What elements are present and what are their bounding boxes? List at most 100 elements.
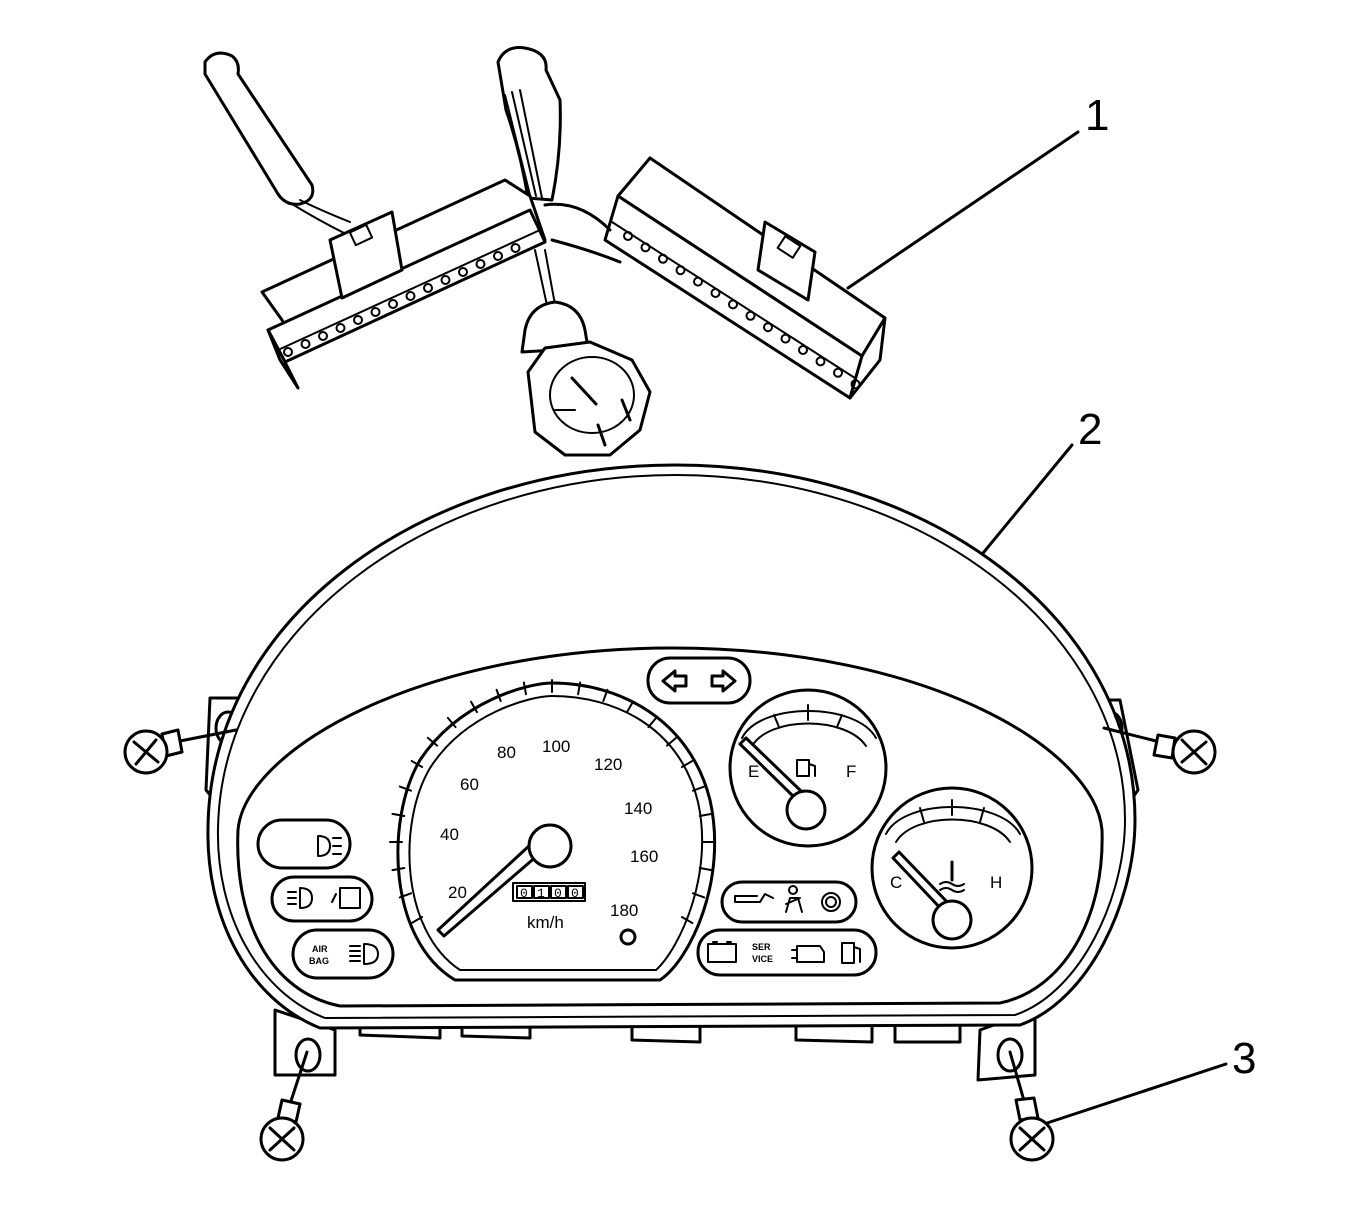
callout-label-1: 1 bbox=[1085, 91, 1109, 140]
screw-top-left bbox=[123, 728, 238, 775]
connector-pin bbox=[763, 322, 773, 333]
connector-pin bbox=[283, 347, 293, 357]
fog-light-icon bbox=[287, 887, 313, 909]
connector-pin bbox=[640, 242, 651, 253]
connector-left bbox=[260, 178, 547, 390]
speedometer-tick bbox=[446, 716, 457, 729]
trip-reset-button bbox=[619, 928, 637, 946]
fuel-gauge-hub bbox=[785, 789, 827, 831]
fuel-gauge: E F bbox=[728, 688, 888, 848]
connector-pin bbox=[475, 259, 486, 269]
speed-label-20: 20 bbox=[448, 883, 467, 902]
speedometer-tick bbox=[391, 867, 406, 872]
connector-right bbox=[603, 156, 887, 400]
screw-icon bbox=[1180, 738, 1208, 766]
speedometer-tick bbox=[680, 916, 694, 924]
fuel-pump-icon bbox=[796, 759, 816, 777]
speedometer-tick bbox=[647, 716, 658, 729]
screw-icon bbox=[1018, 1126, 1046, 1152]
connector-pin bbox=[440, 275, 451, 285]
wiring-harness bbox=[203, 46, 887, 457]
airbag-label-line2: BAG bbox=[309, 956, 329, 966]
turn-left-arrow-icon bbox=[661, 669, 688, 693]
callout-2: 2 bbox=[963, 405, 1102, 577]
harness-bundle-center bbox=[496, 46, 562, 202]
screw-icon bbox=[268, 1126, 296, 1152]
connector-pin bbox=[458, 267, 468, 277]
connector-pin bbox=[335, 323, 346, 333]
connector-pin bbox=[780, 333, 791, 344]
warning-panel-upper-right bbox=[720, 880, 858, 924]
speed-label-80: 80 bbox=[497, 743, 516, 762]
speed-unit: km/h bbox=[527, 913, 564, 932]
screw-bottom-left bbox=[259, 1050, 309, 1162]
odometer-digit-4: 0 bbox=[571, 886, 579, 901]
connector-pin bbox=[850, 379, 861, 390]
temp-gauge-hub bbox=[931, 899, 973, 941]
warning-panel-left-top bbox=[256, 818, 352, 870]
connector-pin bbox=[370, 307, 381, 317]
fuel-full-label: F bbox=[846, 762, 856, 781]
service-icon: SER VICE bbox=[752, 942, 773, 964]
connector-pin bbox=[623, 231, 633, 241]
odometer: 0 1 0 0 bbox=[512, 882, 586, 902]
connector-pin bbox=[728, 299, 738, 310]
high-beam-icon bbox=[349, 943, 379, 965]
engine-icon bbox=[791, 945, 825, 963]
brake-warning-icon bbox=[821, 892, 841, 912]
connector-pin bbox=[353, 315, 363, 325]
speedometer-tick bbox=[665, 736, 678, 747]
speedometer-tick bbox=[698, 812, 713, 817]
speedometer-tick bbox=[410, 916, 424, 924]
speedometer-tick bbox=[495, 688, 502, 703]
connector-right-pins bbox=[623, 231, 861, 390]
seatbelt-icon bbox=[785, 885, 803, 913]
connector-pin bbox=[318, 331, 328, 341]
door-open-icon bbox=[331, 887, 361, 909]
speed-label-120: 120 bbox=[594, 755, 622, 774]
connector-pin bbox=[658, 253, 668, 264]
turn-signal-panel bbox=[646, 656, 752, 705]
service-label-line2: VICE bbox=[752, 954, 773, 964]
connector-pin bbox=[300, 339, 311, 349]
odometer-digit-3: 0 bbox=[554, 886, 562, 901]
harness-sleeve-left bbox=[203, 51, 315, 206]
battery-icon bbox=[707, 941, 737, 963]
connector-pin bbox=[815, 356, 826, 367]
round-connector bbox=[520, 249, 652, 457]
speedometer-tick bbox=[602, 688, 609, 703]
warning-panel-lower-right: SER VICE bbox=[696, 928, 878, 977]
screw-top-right bbox=[1102, 726, 1217, 775]
speed-label-100: 100 bbox=[542, 737, 570, 756]
speedometer-tick bbox=[470, 700, 478, 714]
speed-label-140: 140 bbox=[624, 799, 652, 818]
turn-right-arrow-icon bbox=[710, 669, 737, 693]
oil-pressure-icon bbox=[734, 893, 774, 903]
connector-pin bbox=[693, 276, 703, 287]
speedometer-tick bbox=[426, 736, 439, 747]
odometer-digit-2: 1 bbox=[537, 886, 545, 901]
connector-pin bbox=[798, 345, 808, 355]
connector-pin bbox=[833, 367, 843, 378]
connector-pin bbox=[675, 265, 686, 276]
airbag-icon: AIR BAG bbox=[309, 944, 329, 966]
connector-pin bbox=[510, 243, 521, 253]
speedometer-scale bbox=[389, 679, 715, 924]
speedometer-tick bbox=[522, 681, 527, 696]
speedometer-tick bbox=[410, 760, 424, 768]
speedometer-hub bbox=[527, 823, 573, 869]
connector-left-pins bbox=[283, 243, 521, 357]
warning-panel-left-middle bbox=[270, 875, 374, 923]
temp-gauge: C H bbox=[870, 786, 1034, 950]
speedometer-tick bbox=[691, 892, 706, 899]
speed-label-180: 180 bbox=[610, 901, 638, 920]
connector-pin bbox=[710, 288, 721, 298]
speedometer-tick bbox=[626, 700, 634, 714]
speed-label-40: 40 bbox=[440, 825, 459, 844]
speed-label-160: 160 bbox=[630, 847, 658, 866]
warning-panel-left-bottom: AIR BAG bbox=[291, 928, 395, 980]
temp-hot-label: H bbox=[990, 873, 1002, 892]
fuel-low-icon bbox=[841, 942, 861, 964]
callout-label-3: 3 bbox=[1232, 1034, 1256, 1083]
screw-bottom-right bbox=[1008, 1050, 1055, 1162]
